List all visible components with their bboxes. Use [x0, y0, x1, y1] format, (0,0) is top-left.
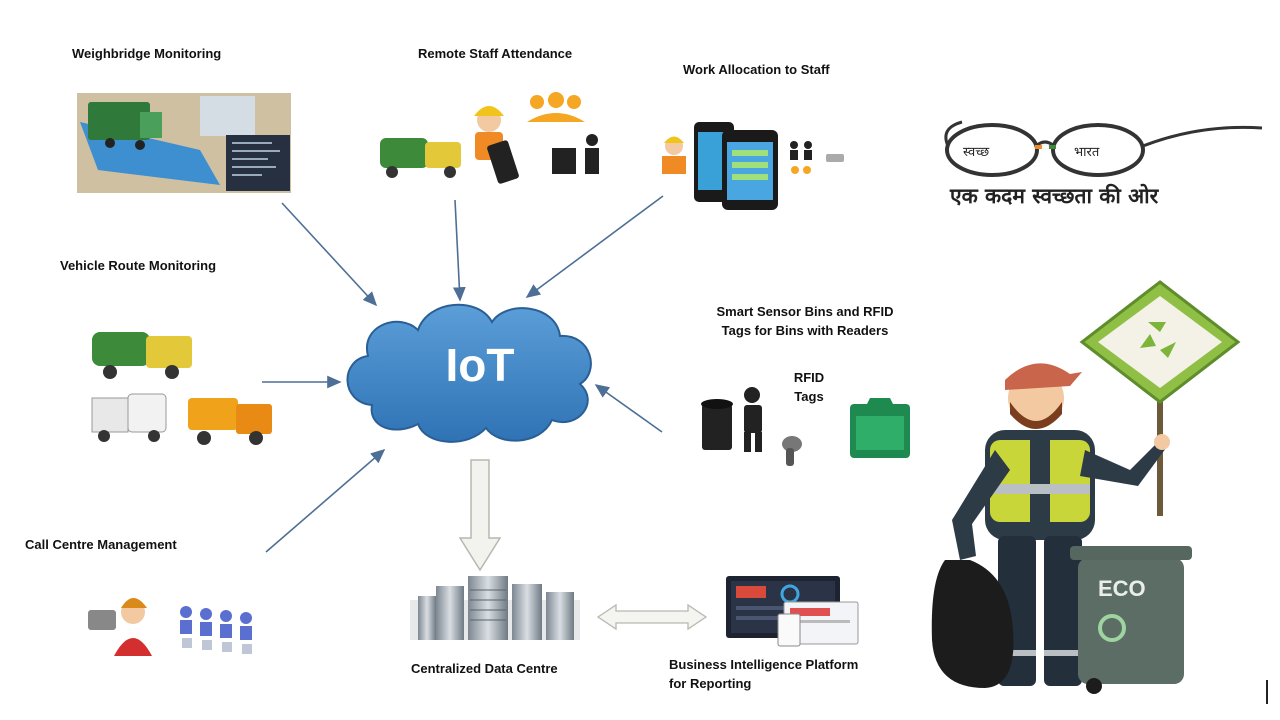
label-work-allocation: Work Allocation to Staff	[683, 62, 830, 77]
label-rfid-line1: RFID	[793, 370, 825, 385]
work-allocation-image	[662, 122, 844, 210]
call-centre-image	[88, 598, 252, 656]
iot-cloud	[346, 303, 592, 443]
arrows-to-iot	[262, 195, 664, 553]
iot-label: IoT	[445, 339, 515, 391]
label-bi-platform-line1: Business Intelligence Platform	[669, 657, 859, 672]
swachh-left-lens-text: स्वच्छ	[963, 145, 990, 160]
arrow-work-allocation	[525, 195, 664, 298]
label-smart-sensor-bins-line2: Tags for Bins with Readers	[721, 323, 889, 338]
label-vehicle-route-monitoring: Vehicle Route Monitoring	[60, 258, 217, 273]
arrow-call-centre	[265, 448, 386, 553]
swachh-right-lens-text: भारत	[1074, 145, 1100, 160]
arrow-iot-to-datacentre	[458, 459, 502, 572]
arrow-attendance	[452, 199, 466, 302]
label-centralized-data-centre: Centralized Data Centre	[411, 661, 558, 676]
eco-bin-label: ECO	[1098, 576, 1146, 601]
label-bi-platform: Business Intelligence Platform for Repor…	[669, 655, 858, 693]
label-call-centre-management: Call Centre Management	[25, 537, 177, 552]
weighbridge-image	[77, 93, 291, 193]
rfid-bins-image	[701, 387, 910, 466]
data-centre-image	[410, 576, 580, 640]
swachh-tagline: एक कदम स्वच्छता की ओर	[950, 184, 1159, 208]
sanitation-worker-image	[931, 280, 1241, 694]
label-rfid-line2: Tags	[794, 389, 824, 404]
label-bi-platform-line2: for Reporting	[669, 676, 752, 691]
double-arrow-datacentre-bi	[596, 603, 708, 631]
label-weighbridge-monitoring: Weighbridge Monitoring	[72, 46, 222, 61]
vehicle-route-image	[91, 332, 272, 445]
swachh-bharat-logo	[944, 120, 1263, 177]
arrow-smart-bins	[594, 384, 663, 433]
label-smart-sensor-bins: Smart Sensor Bins and RFID Tags for Bins…	[700, 302, 910, 340]
text-cursor	[1266, 680, 1268, 704]
label-smart-sensor-bins-line1: Smart Sensor Bins and RFID	[716, 304, 894, 319]
label-rfid-tags: RFID Tags	[784, 368, 834, 406]
bi-platform-image	[726, 576, 859, 647]
attendance-image	[380, 92, 599, 184]
label-remote-staff-attendance: Remote Staff Attendance	[418, 46, 573, 61]
arrow-weighbridge	[281, 202, 378, 307]
